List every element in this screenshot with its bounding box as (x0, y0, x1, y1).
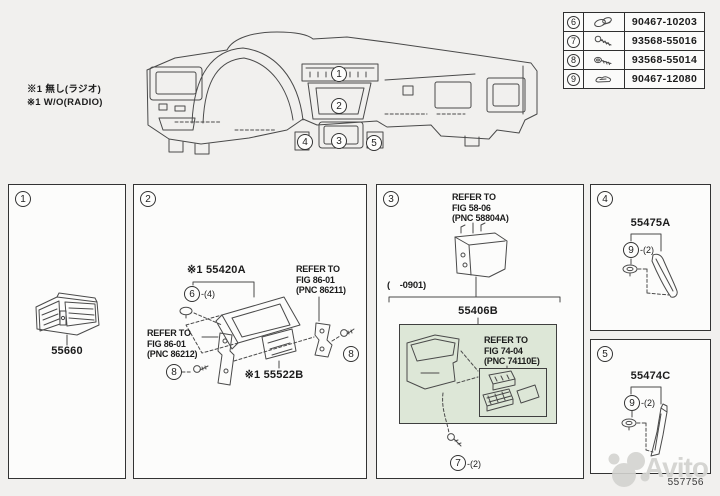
part-label-55475a: 55475A (630, 217, 671, 229)
panel-2-callout: 2 (140, 191, 156, 207)
panel-2-callout-8-right: 8 (343, 346, 359, 362)
panel-4-callout-9: 9 (623, 242, 639, 258)
part-label-55420a: ※1 55420A (187, 264, 246, 276)
part-label-55660: 55660 (51, 345, 83, 357)
fastener-row: 9 90467-12080 (564, 69, 704, 88)
register-sketch (9, 185, 127, 480)
fastener-part-number: 93568-55016 (631, 35, 698, 47)
main-callout-2: 2 (331, 98, 347, 114)
fastener-number-cell: 8 (564, 51, 584, 69)
panel-3-callout: 3 (383, 191, 399, 207)
refer-note-58804a: REFER TO FIG 58-06 (PNC 58804A) (452, 192, 509, 223)
refer-note-86212: REFER TO FIG 86-01 (PNC 86212) (147, 328, 198, 359)
part-label-55522b: ※1 55522B (244, 369, 304, 381)
footnotes: ※1 無し(ラジオ) ※1 W/O(RADIO) (27, 83, 103, 109)
dashboard-sketch (135, 22, 545, 172)
fastener-part-number: 93568-55014 (631, 54, 698, 66)
highlighted-part-box (399, 324, 557, 424)
fastener-row: 7 93568-55016 (564, 31, 704, 50)
garnish-sketch (591, 185, 712, 332)
callout-7-qty: -(2) (467, 459, 481, 469)
fastener-icon-cell (584, 32, 625, 50)
part-label-55406b: 55406B (458, 305, 498, 317)
panel-3-lower-panel: 3 (376, 184, 584, 479)
inner-parts-box (479, 368, 547, 417)
fastener-part-number: 90467-12080 (631, 73, 698, 85)
panel-2-callout-6: 6 (184, 286, 200, 302)
refer-note-86211: REFER TO FIG 86-01 (PNC 86211) (296, 264, 346, 295)
main-callout-4: 4 (297, 134, 313, 150)
fastener-row: 8 93568-55014 (564, 50, 704, 69)
callout-6-badge: 6 (567, 15, 580, 29)
fastener-row: 6 90467-10203 (564, 13, 704, 31)
fastener-icon-cell (584, 51, 625, 69)
callout-7-badge: 7 (567, 34, 580, 48)
panel-4-garnish-55475a: 4 55475A 9 -(2) (590, 184, 711, 331)
lower-panel-sketch (377, 185, 585, 480)
screw-icon (590, 34, 618, 48)
document-number: 557756 (667, 477, 704, 488)
footnote-english: ※1 W/O(RADIO) (27, 97, 103, 108)
callout-9-qty: -(2) (641, 398, 655, 408)
panel-2-callout-8-left: 8 (166, 364, 182, 380)
callout-9-badge: 9 (567, 72, 580, 86)
panel-5-callout: 5 (597, 346, 613, 362)
panel-3-callout-7: 7 (450, 455, 466, 471)
main-callout-3: 3 (331, 133, 347, 149)
callout-9-qty: -(2) (640, 245, 654, 255)
main-callout-5: 5 (366, 135, 382, 151)
main-callout-1: 1 (331, 66, 347, 82)
clip-icon (590, 72, 618, 86)
fastener-table: 6 90467-10203 7 93568-55016 8 93568-5501… (563, 12, 705, 89)
clip-icon (590, 15, 618, 29)
panel-2-cluster-finish: 2 (133, 184, 367, 479)
panel-5-garnish-55474c: 5 55474C 9 -(2) (590, 339, 711, 474)
fastener-icon-cell (584, 13, 625, 31)
screw-icon (590, 53, 618, 67)
callout-8-badge: 8 (567, 53, 580, 67)
panel-5-callout-9: 9 (624, 395, 640, 411)
fastener-number-cell: 7 (564, 32, 584, 50)
panel-4-callout: 4 (597, 191, 613, 207)
garnish-sketch (591, 340, 712, 475)
fastener-number-cell: 6 (564, 13, 584, 31)
refer-note-74110e: REFER TO FIG 74-04 (PNC 74110E) (484, 335, 540, 366)
footnote-japanese: ※1 無し(ラジオ) (27, 84, 102, 95)
panel-1-register: 1 55660 (8, 184, 126, 479)
date-range-label: ( -0901) (387, 280, 426, 291)
panel-1-callout: 1 (15, 191, 31, 207)
part-label-55474c: 55474C (630, 370, 671, 382)
callout-6-qty: -(4) (201, 289, 215, 299)
fastener-icon-cell (584, 70, 625, 88)
fastener-number-cell: 9 (564, 70, 584, 88)
fastener-part-number: 90467-10203 (631, 16, 698, 28)
cluster-finish-sketch (134, 185, 368, 480)
